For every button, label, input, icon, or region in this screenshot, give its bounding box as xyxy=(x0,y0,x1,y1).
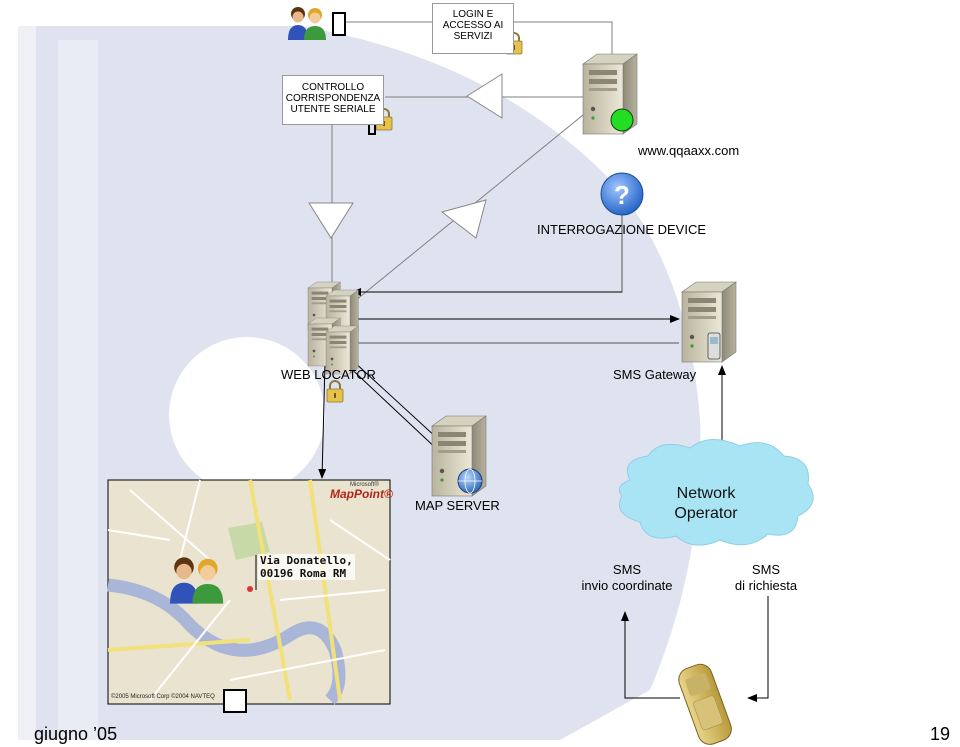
sms-request-line2: di richiesta xyxy=(734,578,798,593)
sms-request-label: SMS di richiesta xyxy=(720,562,812,594)
sms-request-line1: SMS xyxy=(751,562,781,577)
sms-coords-label: SMS invio coordinate xyxy=(574,562,680,594)
status-indicator-icon xyxy=(610,108,634,132)
web-locator-label: WEB LOCATOR xyxy=(281,367,376,382)
triangle-down-arrow xyxy=(308,202,354,239)
map-bracket-icon xyxy=(223,689,247,713)
map-address-line1: Via Donatello, xyxy=(260,554,353,567)
network-operator-label: Network Operator xyxy=(650,484,762,524)
arrow-from-map-server xyxy=(343,361,441,453)
map-brand-small: Microsoft® xyxy=(350,482,379,488)
watermark-stripe-mid xyxy=(58,40,98,740)
control-line3: UTENTE SERIALE xyxy=(290,104,376,115)
arrows xyxy=(318,288,769,702)
watermark-stripe-left xyxy=(18,26,36,740)
control-line2: CORRISPONDENZA xyxy=(285,93,381,104)
login-line3: SERVIZI xyxy=(453,31,493,42)
map-copyright: ©2005 Microsoft Corp ©2004 NAVTEQ xyxy=(111,694,215,700)
login-line2: ACCESSO AI xyxy=(442,20,504,31)
globe-icon xyxy=(457,468,483,494)
website-url: www.qqaaxx.com xyxy=(638,143,740,158)
triangle-control-arrow xyxy=(466,73,503,119)
login-line1: LOGIN E xyxy=(452,9,494,20)
mobile-phone-icon xyxy=(707,332,721,360)
network-operator-line1: Network xyxy=(676,485,736,502)
network-operator-line2: Operator xyxy=(674,505,738,522)
sms-gateway-label: SMS Gateway xyxy=(613,367,697,382)
map-brand-logo: MapPoint® xyxy=(330,487,393,501)
sms-coords-line2: invio coordinate xyxy=(581,578,673,593)
footer-date: giugno ’05 xyxy=(34,724,118,744)
device-bracket-icon xyxy=(332,12,346,36)
arrow-sms-to-phone xyxy=(747,596,769,702)
map-image xyxy=(107,479,391,705)
arrow-locator-to-map xyxy=(318,362,327,479)
svg-text:?: ? xyxy=(614,180,630,210)
triangle-up-arrow xyxy=(440,199,487,239)
network-cloud-shape xyxy=(618,439,814,546)
control-line1: CONTROLLO xyxy=(301,82,365,93)
question-icon: ? xyxy=(600,172,644,216)
sms-coords-line1: SMS xyxy=(612,562,642,577)
web-locator-server-icon xyxy=(307,281,359,375)
map-address-line2: 00196 Roma RM xyxy=(260,567,347,580)
login-box: LOGIN E ACCESSO AI SERVIZI xyxy=(432,3,514,54)
page-number: 19 xyxy=(930,724,951,744)
users-icon xyxy=(288,7,326,40)
control-box: CONTROLLO CORRISPONDENZA UTENTE SERIALE xyxy=(282,75,384,125)
map-server-label: MAP SERVER xyxy=(415,498,500,513)
arrow-phone-to-sms xyxy=(621,611,680,699)
map-address: Via Donatello, 00196 Roma RM xyxy=(258,554,355,580)
watermark-hole xyxy=(169,337,325,493)
mobile-phone-bottom-icon xyxy=(678,663,732,745)
device-query-label: INTERROGAZIONE DEVICE xyxy=(537,222,707,237)
